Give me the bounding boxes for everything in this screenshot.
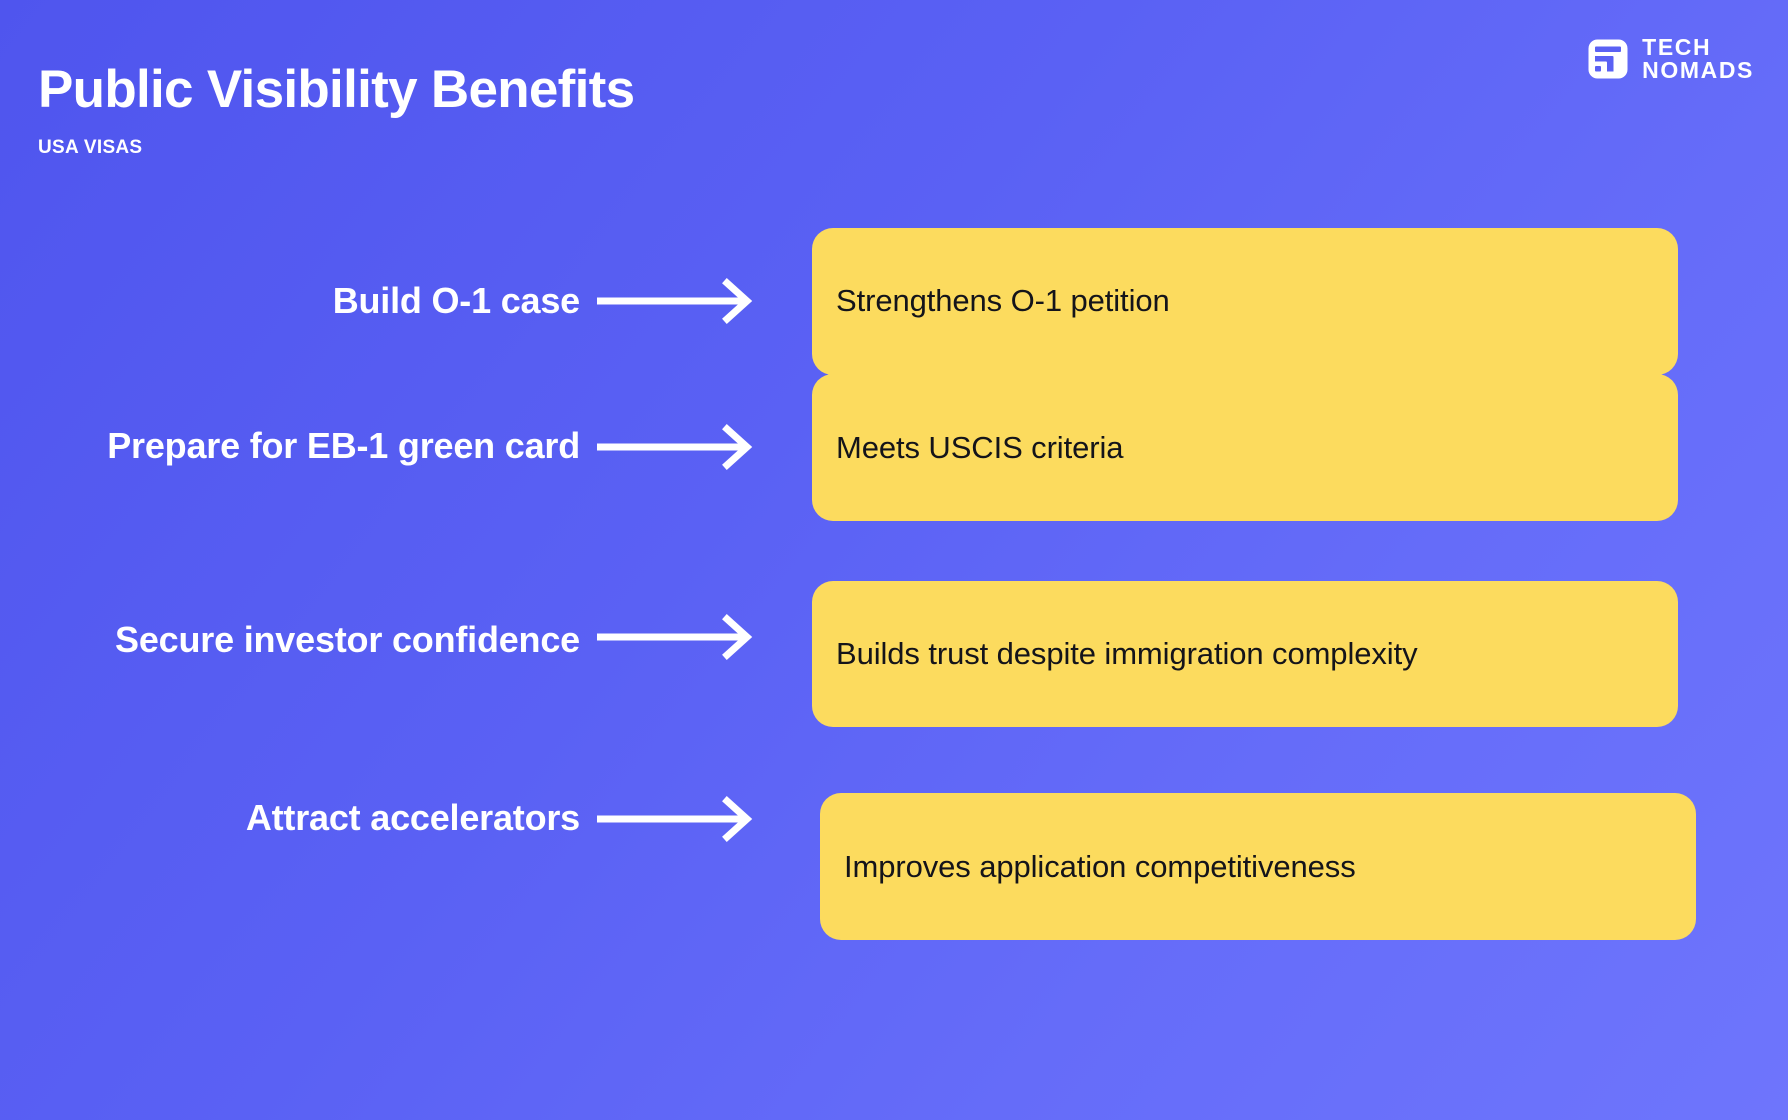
tech-nomads-mark-icon — [1588, 39, 1628, 79]
benefit-label: Prepare for EB-1 green card — [107, 425, 580, 467]
brand-logo: TECH NOMADS — [1588, 36, 1754, 82]
page-title: Public Visibility Benefits — [38, 60, 635, 119]
benefit-label: Secure investor confidence — [115, 619, 580, 661]
logo-wordmark: TECH NOMADS — [1642, 36, 1754, 82]
benefit-label: Build O-1 case — [332, 279, 580, 321]
page-subtitle: USA VISAS — [38, 137, 143, 159]
logo-line-2: NOMADS — [1642, 57, 1754, 83]
benefit-label: Attract accelerators — [245, 797, 580, 839]
benefit-row: Attract accelerators Improves applicatio… — [0, 756, 1788, 940]
benefit-card-text: Strengthens O-1 petition — [836, 283, 1170, 318]
benefit-card: Strengthens O-1 petition — [812, 227, 1678, 375]
arrow-right-icon — [580, 423, 770, 470]
benefit-row: Build O-1 case Strengthens O-1 petition — [0, 227, 1788, 375]
benefit-card: Improves application competitiveness — [820, 793, 1696, 940]
benefit-row: Prepare for EB-1 green card Meets USCIS … — [0, 374, 1788, 521]
logo-line-1: TECH — [1642, 34, 1712, 60]
benefit-card-text: Builds trust despite immigration complex… — [836, 635, 1418, 671]
arrow-right-icon — [580, 613, 770, 660]
benefit-card-text: Improves application competitiveness — [844, 848, 1356, 884]
benefit-row: Secure investor confidence Builds trust … — [0, 564, 1788, 727]
benefit-card: Meets USCIS criteria — [812, 374, 1678, 521]
benefit-card-text: Meets USCIS criteria — [836, 429, 1124, 465]
slide-header: Public Visibility Benefits USA VISAS — [38, 60, 938, 159]
benefit-card: Builds trust despite immigration complex… — [812, 580, 1678, 727]
arrow-right-icon — [580, 795, 770, 842]
arrow-right-icon — [580, 278, 770, 324]
